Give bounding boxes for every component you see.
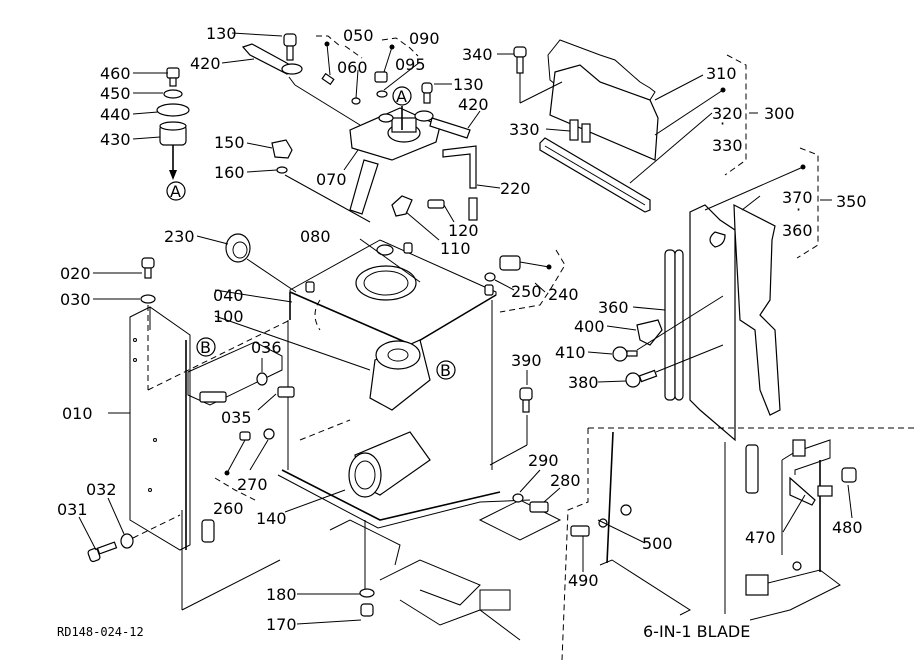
part-label-410: 410: [555, 343, 586, 362]
marker-a-upper: A: [392, 86, 412, 130]
clamp-110: [391, 195, 445, 217]
bolt-380: [625, 369, 658, 388]
part-label-290: 290: [528, 451, 559, 470]
bolt-340: [513, 46, 527, 74]
part-label-070: 070: [316, 170, 347, 189]
strap-420-top: [241, 33, 303, 75]
part-label-050: 050: [343, 26, 374, 45]
drain-plug-170: [359, 588, 375, 617]
inset-caption: 6-IN-1 BLADE: [643, 622, 750, 641]
marker-a-label: A: [170, 182, 181, 201]
part-label-270: 270: [237, 475, 268, 494]
strap-420-right: [414, 82, 471, 139]
bolt-390: [519, 387, 533, 413]
part-label-460: 460: [100, 64, 131, 83]
clip-400: [636, 319, 663, 346]
part-label-250: 250: [511, 282, 542, 301]
part-label-320: 320: [712, 104, 743, 123]
fitting-240: [484, 255, 552, 282]
part-label-370: 370: [782, 188, 813, 207]
bolt-410: [612, 346, 638, 362]
part-label-280: 280: [550, 471, 581, 490]
part-label-180: 180: [266, 585, 297, 604]
part-label-440: 440: [100, 105, 131, 124]
part-label-380: 380: [568, 373, 599, 392]
part-label-080: 080: [300, 227, 331, 246]
part-label-100: 100: [213, 307, 244, 326]
fitting-280: [512, 493, 549, 513]
part-label-300: 300: [764, 104, 795, 123]
part-label-480: 480: [832, 518, 863, 537]
part-label-310: 310: [706, 64, 737, 83]
fitting-260: [224, 428, 275, 476]
inset-6-in-1-blade: [561, 427, 915, 661]
part-label-160: 160: [214, 163, 245, 182]
part-label-010: 010: [62, 404, 93, 423]
marker-b-label: B: [440, 361, 451, 380]
part-label-340: 340: [462, 45, 493, 64]
part-label-035: 035: [221, 408, 252, 427]
part-label-240: 240: [548, 285, 579, 304]
marker-a-label: A: [396, 87, 407, 106]
separator-dot: ·: [796, 200, 801, 219]
part-label-150: 150: [214, 133, 245, 152]
part-label-420: 420: [190, 54, 221, 73]
part-label-031: 031: [57, 500, 88, 519]
cap-230: [225, 233, 251, 263]
part-label-110: 110: [440, 239, 471, 258]
filter-element-100: [369, 339, 431, 411]
part-label-220: 220: [500, 179, 531, 198]
bracket-assembly: [187, 341, 295, 406]
panel-assembly-350: [664, 203, 781, 442]
part-label-330-right: 330: [712, 136, 743, 155]
part-label-060: 060: [337, 58, 368, 77]
part-label-390: 390: [511, 351, 542, 370]
part-label-036: 036: [251, 338, 282, 357]
marker-b-left: B: [196, 337, 216, 357]
part-label-130: 130: [206, 24, 237, 43]
part-label-430: 430: [100, 130, 131, 149]
part-label-420-right: 420: [458, 95, 489, 114]
part-label-040: 040: [213, 286, 244, 305]
part-label-500: 500: [642, 534, 673, 553]
part-label-130-right: 130: [453, 75, 484, 94]
panel-assembly-300: [539, 39, 659, 213]
part-label-360-top: 360: [782, 221, 813, 240]
part-label-400: 400: [574, 317, 605, 336]
fittings-050-095: [321, 41, 395, 105]
cap-150: [271, 139, 293, 174]
filler-neck-070: [343, 107, 441, 215]
bolt-031: [87, 533, 134, 563]
part-label-140: 140: [256, 509, 287, 528]
part-label-090: 090: [409, 29, 440, 48]
part-label-230: 230: [164, 227, 195, 246]
hose-220: [442, 145, 478, 221]
marker-b-label: B: [200, 338, 211, 357]
part-label-095: 095: [395, 55, 426, 74]
part-label-490: 490: [568, 571, 599, 590]
marker-a-lower: A: [166, 181, 186, 201]
separator-dot: ·: [720, 114, 725, 133]
fuel-tank: [277, 239, 531, 529]
part-label-260: 260: [213, 499, 244, 518]
drawing-code: RD148-024-12: [57, 625, 144, 639]
mount-base: [329, 499, 562, 641]
part-label-330-left: 330: [509, 120, 540, 139]
marker-b-right: B: [436, 360, 456, 380]
part-label-450: 450: [100, 84, 131, 103]
part-label-170: 170: [266, 615, 297, 634]
side-panel-010: [129, 306, 191, 551]
part-label-030: 030: [60, 290, 91, 309]
filter-element-lower: [348, 431, 431, 498]
fastener-stack-430-460: [156, 67, 190, 180]
part-label-470: 470: [745, 528, 776, 547]
part-label-350: 350: [836, 192, 867, 211]
part-label-120: 120: [448, 221, 479, 240]
bolt-020: [140, 257, 156, 304]
part-label-032: 032: [86, 480, 117, 499]
part-label-020: 020: [60, 264, 91, 283]
part-label-360-mid: 360: [598, 298, 629, 317]
